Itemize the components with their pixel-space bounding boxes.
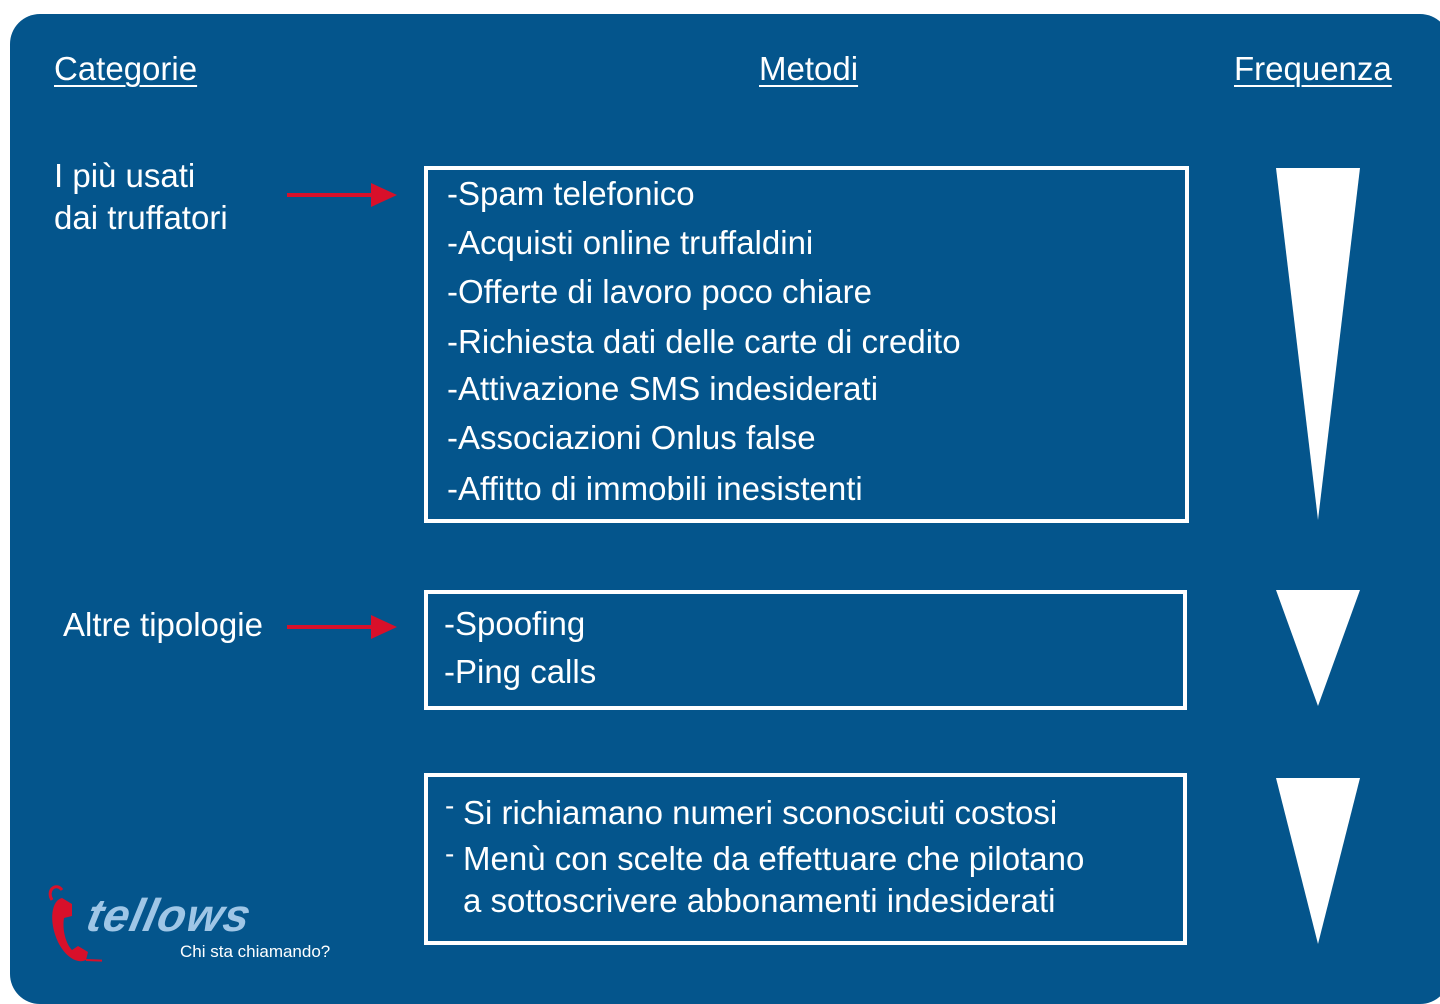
- method-item: -Attivazione SMS indesiderati: [447, 370, 879, 407]
- method-dash: -: [445, 790, 455, 821]
- method-item: Si richiamano numeri sconosciuti costosi: [463, 794, 1058, 831]
- category-top-line1: I più usati: [54, 157, 196, 194]
- methods-box-top: [424, 166, 1189, 523]
- method-item-continued: a sottoscrivere abbonamenti indesiderati: [463, 882, 1056, 919]
- header-metodi: Metodi: [759, 50, 859, 87]
- diagram-panel: [10, 14, 1440, 1004]
- method-item: -Spam telefonico: [447, 175, 695, 212]
- methods-box-other: [424, 590, 1187, 710]
- category-other: Altre tipologie: [63, 606, 263, 643]
- header-categorie: Categorie: [54, 50, 198, 87]
- methods-box-bottom: [424, 773, 1187, 945]
- method-item: -Associazioni Onlus false: [447, 419, 816, 456]
- category-top-line2: dai truffatori: [54, 199, 228, 236]
- down-triangle-icon: [1276, 590, 1360, 706]
- down-triangle-icon: [1276, 778, 1360, 944]
- phone-handset-icon: [48, 885, 102, 962]
- right-arrow-icon: [287, 615, 397, 639]
- method-item: -Acquisti online truffaldini: [447, 224, 814, 261]
- header-frequenza: Frequenza: [1234, 50, 1392, 87]
- method-item: -Richiesta dati delle carte di credito: [447, 323, 961, 360]
- down-triangle-icon: [1276, 168, 1360, 520]
- method-dash: -: [445, 838, 455, 869]
- method-item: Menù con scelte da effettuare che pilota…: [463, 840, 1085, 877]
- logo-tagline: Chi sta chiamando?: [180, 942, 331, 961]
- logo-wordmark: tellows: [82, 889, 257, 941]
- method-item: -Offerte di lavoro poco chiare: [447, 273, 872, 310]
- right-arrow-icon: [287, 183, 397, 207]
- method-item: -Spoofing: [444, 605, 586, 642]
- tellows-logo: tellows Chi sta chiamando?: [42, 880, 382, 980]
- method-item: -Affitto di immobili inesistenti: [447, 470, 863, 507]
- method-item: -Ping calls: [444, 653, 597, 690]
